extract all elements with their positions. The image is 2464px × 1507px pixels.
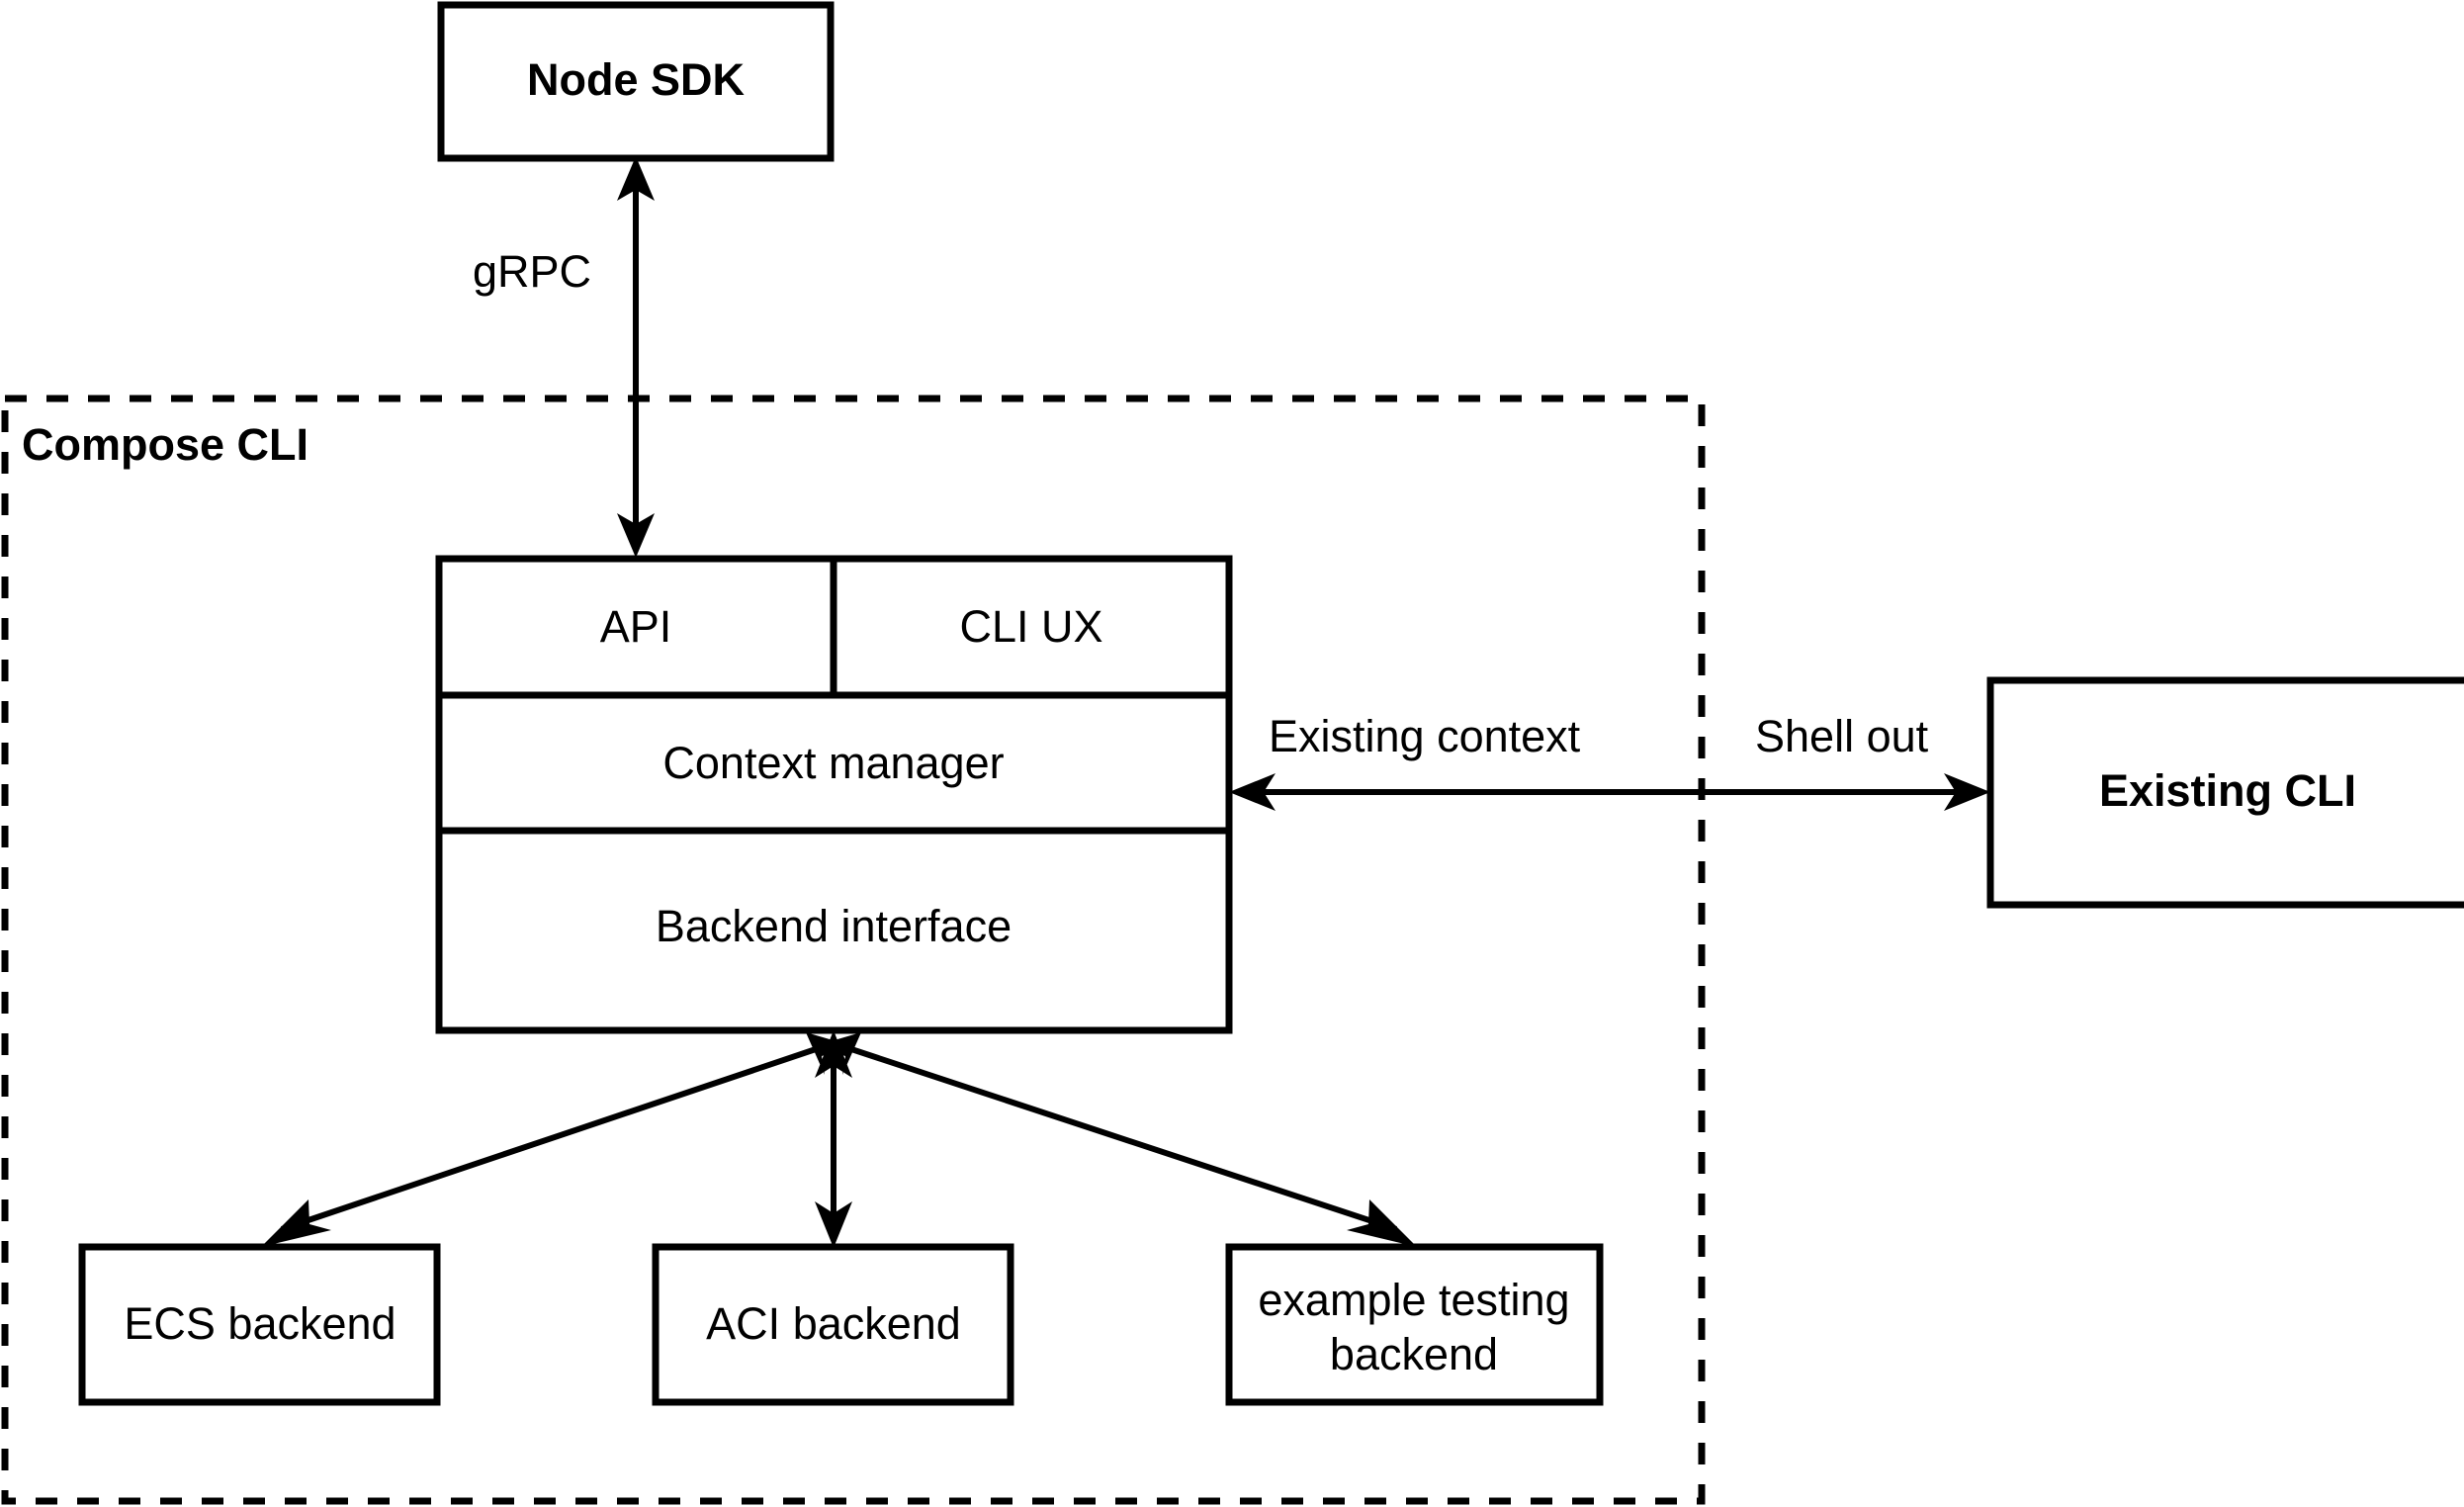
backend-to-ecs-line [281,1045,820,1232]
example-testing-backend-label-line2: backend [1330,1329,1498,1379]
grpc-arrowhead-up-icon [617,156,655,201]
existing-context-arrowhead-left-icon [1229,773,1276,811]
api-label: API [600,601,672,652]
grpc-arrowhead-down-icon [617,513,655,558]
example-testing-backend-label-line1: example testing [1258,1275,1569,1325]
backend-interface-label: Backend interface [656,901,1012,951]
aci-backend-label: ACI backend [706,1298,961,1349]
context-manager-label: Context manager [662,738,1004,788]
shell-out-edge-label: Shell out [1755,711,1929,761]
ecs-backend-box[interactable] [78,1243,441,1406]
ecs-backend-label: ECS backend [124,1298,396,1349]
existing-cli-box[interactable] [1986,676,2464,909]
existing-cli-label: Existing CLI [2099,765,2356,816]
node-sdk-label: Node SDK [527,54,746,105]
backend-to-example-line [847,1045,1397,1232]
shell-out-arrowhead-right-icon [1944,773,1990,811]
compose-cli-group-boundary [1,395,1706,1505]
example-arrowhead-up-icon [814,1032,861,1075]
ecs-arrowhead-down-icon [261,1199,331,1247]
example-testing-backend-box[interactable] [1225,1243,1604,1406]
aci-arrowhead-up-icon [815,1030,852,1078]
compose-cli-group-label: Compose CLI [22,419,308,470]
example-arrowhead-down-icon [1347,1199,1417,1247]
grpc-edge-label: gRPC [473,246,591,297]
aci-backend-box[interactable] [652,1243,1014,1406]
aci-arrowhead-down-icon [815,1201,852,1248]
node-sdk-box[interactable] [437,1,835,162]
cli-ux-label: CLI UX [959,601,1102,652]
existing-context-edge-label: Existing context [1269,711,1581,761]
